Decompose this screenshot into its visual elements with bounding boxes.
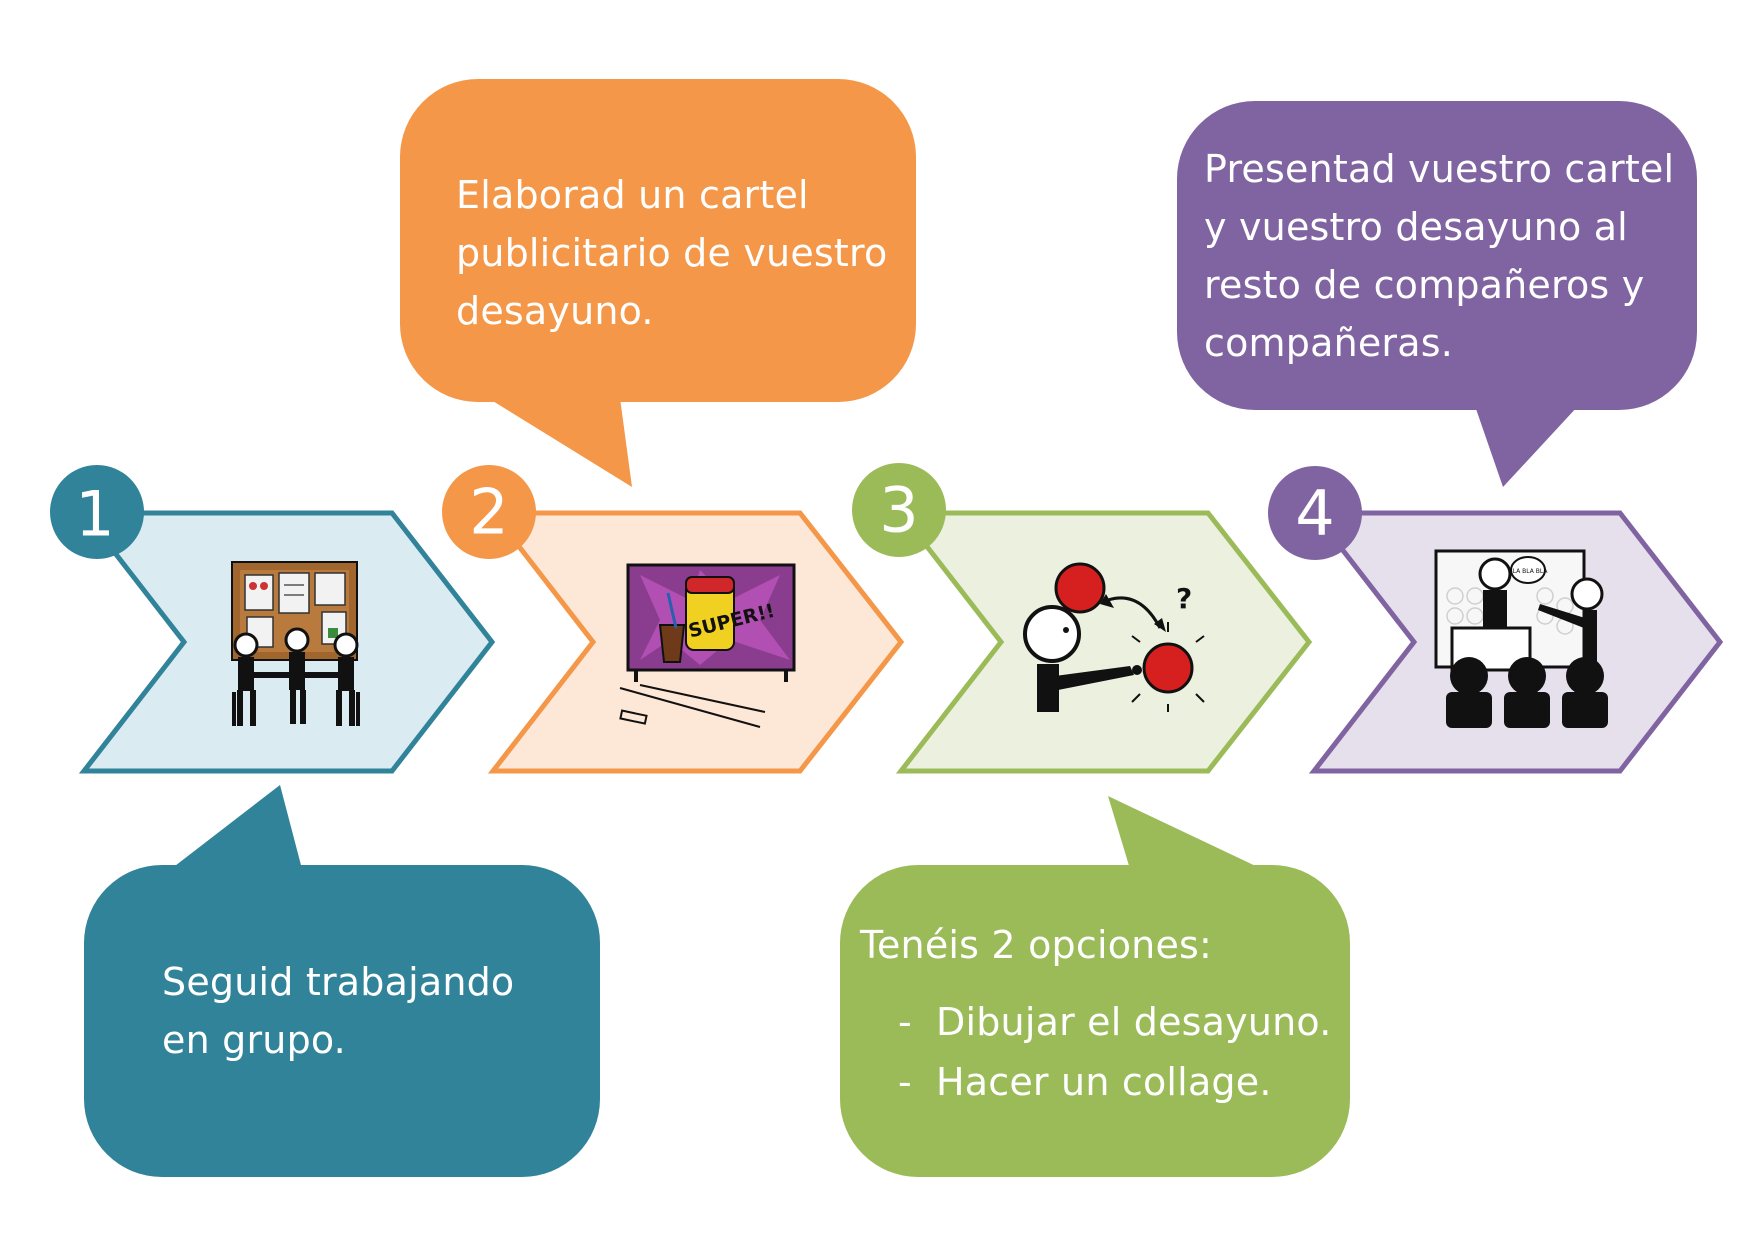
step-badge-4: 4 (1268, 466, 1362, 560)
step-number: 1 (75, 478, 114, 551)
text-line: publicitario de vuestro (456, 231, 888, 275)
choose-option-icon: ? (1023, 562, 1205, 712)
text-line: Seguid trabajando (162, 960, 515, 1004)
text-line: Elaborad un cartel (456, 173, 809, 217)
step-number: 2 (469, 476, 508, 549)
step-number: 4 (1295, 477, 1334, 550)
step-1-description: Seguid trabajando en grupo. (162, 953, 562, 1069)
list-item: -Dibujar el desayuno. (898, 1000, 1332, 1044)
step-3-description: Tenéis 2 opciones: -Dibujar el desayuno.… (860, 916, 1340, 1112)
advertising-poster-icon: SUPER!! (619, 563, 796, 728)
text-line: en grupo. (162, 1018, 346, 1062)
chevron-step-3 (895, 510, 1313, 774)
step-badge-3: 3 (852, 463, 946, 557)
bubble-step-3 (840, 796, 1350, 1177)
presentation-icon: BLA BLA BLA (1434, 549, 1608, 728)
text-line: desayuno. (456, 289, 654, 333)
bubble-step-2 (400, 79, 916, 487)
text-line: Presentad vuestro cartel (1204, 147, 1675, 191)
step-4-description: Presentad vuestro cartel y vuestro desay… (1204, 140, 1684, 372)
list-item: -Hacer un collage. (898, 1060, 1272, 1104)
step-badge-1: 1 (50, 465, 144, 559)
bubble-step-4 (1177, 101, 1697, 487)
group-work-icon (231, 561, 360, 726)
step-2-description: Elaborad un cartel publicitario de vuest… (456, 166, 896, 340)
text-line: compañeras. (1204, 321, 1454, 365)
speech-text: BLA BLA BLA (1509, 568, 1549, 575)
text-line: Tenéis 2 opciones: (860, 923, 1213, 967)
bubble-step-1 (84, 785, 600, 1177)
step-number: 3 (879, 474, 918, 547)
step-badge-2: 2 (442, 465, 536, 559)
question-mark: ? (1176, 582, 1192, 615)
text-line: y vuestro desayuno al (1204, 205, 1628, 249)
text-line: resto de compañeros y (1204, 263, 1645, 307)
options-list: -Dibujar el desayuno. -Hacer un collage. (860, 992, 1340, 1112)
